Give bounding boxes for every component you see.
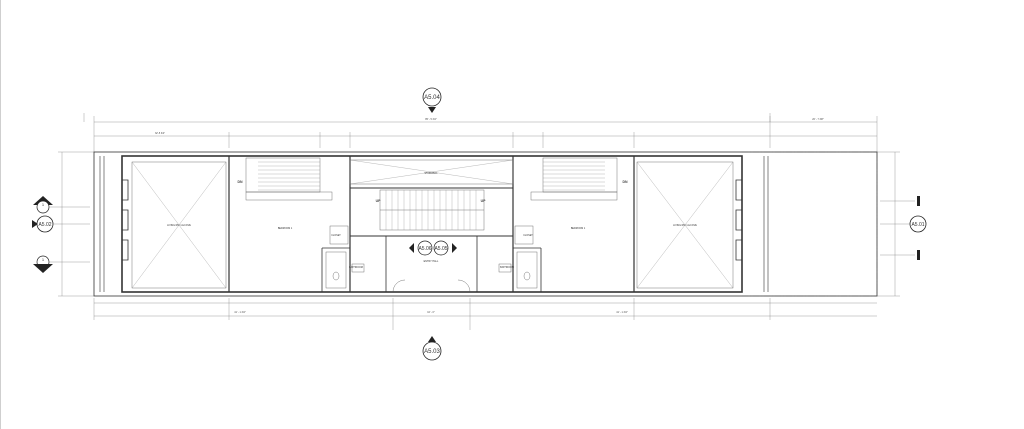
section-center-left-label: A5.06	[418, 246, 431, 252]
section-right-label: A5.01	[911, 222, 924, 228]
elevation-top-number: 1	[42, 202, 45, 207]
section-marker-top[interactable]: A5.04	[422, 87, 442, 113]
section-marker-bottom[interactable]: A5.03	[422, 336, 442, 361]
section-left-label: A5.02	[38, 222, 51, 228]
property-line	[742, 151, 878, 297]
bottom-right-dim: 41' - 1 3/4"	[616, 311, 628, 314]
right-dn-label: DN	[622, 180, 628, 184]
section-marker-left[interactable]: A5.02	[32, 215, 90, 233]
right-bath-label: BATHROOM	[500, 266, 514, 269]
page-edge-line	[0, 0, 1, 429]
right-bath-fixtures	[498, 225, 538, 289]
kitchen-treads	[258, 161, 605, 191]
right-living-label: LIVING RM / ALCOVE	[673, 224, 697, 227]
room-labels: LIVING RM / ALCOVE LIVING RM / ALCOVE BE…	[167, 172, 697, 269]
exterior-walls	[93, 151, 878, 297]
top-left-dim: 32'-5 3/4"	[155, 132, 165, 135]
right-closet-label: CLOSET	[523, 234, 533, 237]
section-marker-center[interactable]: A5.06 A5.05	[409, 240, 457, 256]
right-kitchen-stair	[530, 157, 618, 201]
stair-label: STAIRWELL	[424, 172, 438, 175]
section-top-label: A5.04	[424, 95, 440, 101]
left-bath-fixtures	[325, 225, 365, 289]
interior-partitions	[228, 156, 635, 292]
left-living-label: LIVING RM / ALCOVE	[167, 224, 191, 227]
bottom-mid-dim: 10' - 0"	[427, 311, 435, 314]
left-closet-label: CLOSET	[331, 234, 341, 237]
left-living-room	[131, 161, 227, 289]
central-stair	[349, 159, 514, 231]
left-dn-label: DN	[237, 180, 243, 184]
right-bedroom-label: BEDROOM 1	[571, 227, 586, 230]
right-up-label: UP	[481, 199, 487, 203]
section-marker-right[interactable]: A5.01	[880, 215, 927, 233]
section-center-right-label: A5.05	[434, 246, 447, 252]
top-right-ext-dim: 20' - 7 3/8"	[812, 118, 824, 121]
elevation-bottom-number: 1	[42, 257, 45, 262]
left-pilasters	[122, 179, 742, 261]
left-up-label: UP	[376, 199, 382, 203]
entry-doors	[392, 279, 471, 293]
top-dimension-strings: 85' - 5 3/4" 32'-5 3/4" 20' - 7 3/8"	[83, 113, 878, 152]
left-bath-label: BATHROOM	[349, 266, 363, 269]
bottom-dimension-strings: 41' - 1 3/4" 10' - 0" 41' - 1 3/4"	[93, 298, 877, 330]
elevation-marker-left-top[interactable]: 1	[33, 196, 90, 214]
stair-treads	[385, 190, 477, 230]
left-kitchen-stair	[245, 157, 333, 201]
left-bedroom-label: BEDROOM 1	[278, 227, 293, 230]
right-tick-markers	[880, 196, 920, 260]
elevation-marker-left-bottom[interactable]: 1	[33, 255, 90, 273]
hall-label: ENTRY HALL	[424, 260, 439, 263]
right-living-room	[636, 161, 734, 289]
section-bottom-label: A5.03	[424, 349, 440, 355]
top-total-dim: 85' - 5 3/4"	[425, 118, 437, 121]
bottom-left-dim: 41' - 1 3/4"	[234, 311, 246, 314]
